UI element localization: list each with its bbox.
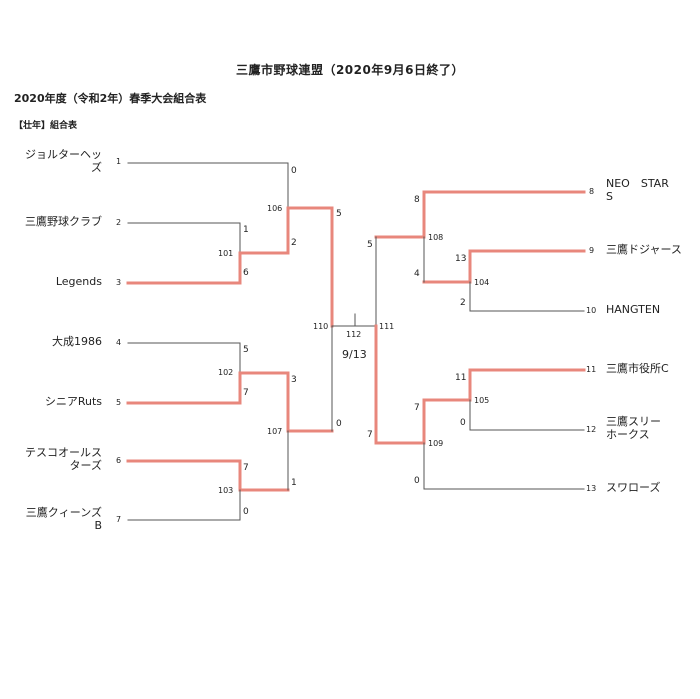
score-105-bot: 0 — [460, 418, 466, 428]
final-date: 9/13 — [342, 348, 367, 361]
seed-12: 12 — [586, 425, 597, 434]
score-109-bot: 0 — [414, 476, 420, 486]
seed-9: 9 — [589, 246, 595, 255]
score-108-bot: 4 — [414, 269, 420, 279]
seed-10: 10 — [586, 306, 597, 315]
tournament-subtitle: 2020年度（令和2年）春季大会組合表 — [14, 92, 207, 105]
score-111-bot: 7 — [367, 430, 373, 440]
seed-2: 2 — [116, 218, 122, 227]
division-label: 【壮年】組合表 — [14, 121, 78, 131]
seed-1: 1 — [116, 157, 122, 166]
team-name-9: 三鷹ドジャース — [606, 243, 682, 256]
match-no-106: 106 — [267, 204, 283, 213]
match-no-112: 112 — [346, 330, 362, 339]
score-106-top: 0 — [291, 166, 297, 176]
score-107-top: 3 — [291, 375, 297, 385]
team-name-2: 三鷹野球クラブ — [25, 215, 102, 228]
score-106-bot: 2 — [291, 238, 297, 248]
seed-8: 8 — [589, 187, 595, 196]
score-102-top: 5 — [243, 345, 249, 355]
seed-7: 7 — [116, 515, 122, 524]
score-108-top: 8 — [414, 195, 420, 205]
seed-4: 4 — [116, 338, 122, 347]
score-109-top: 7 — [414, 403, 420, 413]
score-101-top: 1 — [243, 225, 249, 235]
team-name-13: スワローズ — [606, 481, 661, 494]
seed-3: 3 — [116, 278, 122, 287]
team-name-10: HANGTEN — [606, 303, 661, 316]
seed-6: 6 — [116, 456, 122, 465]
score-102-bot: 7 — [243, 388, 249, 398]
match-no-101: 101 — [218, 249, 234, 258]
score-104-top: 13 — [455, 254, 467, 264]
match-no-103: 103 — [218, 486, 234, 495]
team-name-11: 三鷹市役所C — [606, 362, 669, 375]
match-no-108: 108 — [428, 233, 444, 242]
score-105-top: 11 — [455, 373, 467, 383]
team-name-6: テスコオールスターズ — [25, 446, 102, 472]
team-name-4: 大成1986 — [52, 335, 102, 348]
page-title: 三鷹市野球連盟（2020年9月6日終了） — [235, 63, 465, 77]
score-103-top: 7 — [243, 463, 249, 473]
match-no-109: 109 — [428, 439, 444, 448]
team-name-1: ジョルターヘッズ — [25, 148, 102, 174]
seed-5: 5 — [116, 398, 122, 407]
match-no-102: 102 — [218, 368, 234, 377]
score-104-bot: 2 — [460, 298, 466, 308]
seed-11: 11 — [586, 365, 597, 374]
match-no-104: 104 — [474, 278, 490, 287]
score-103-bot: 0 — [243, 507, 249, 517]
score-107-bot: 1 — [291, 478, 297, 488]
match-no-110: 110 — [313, 322, 329, 331]
team-name-12: 三鷹スリーホークス — [606, 415, 661, 441]
seed-13: 13 — [586, 484, 597, 493]
match-no-111: 111 — [379, 322, 395, 331]
match-no-105: 105 — [474, 396, 490, 405]
score-101-bot: 6 — [243, 268, 249, 278]
team-name-3: Legends — [55, 275, 102, 288]
score-111-top: 5 — [367, 240, 373, 250]
match-no-107: 107 — [267, 427, 283, 436]
score-110-top: 5 — [336, 209, 342, 219]
score-110-bot: 0 — [336, 419, 342, 429]
team-name-5: シニアRuts — [44, 395, 102, 408]
